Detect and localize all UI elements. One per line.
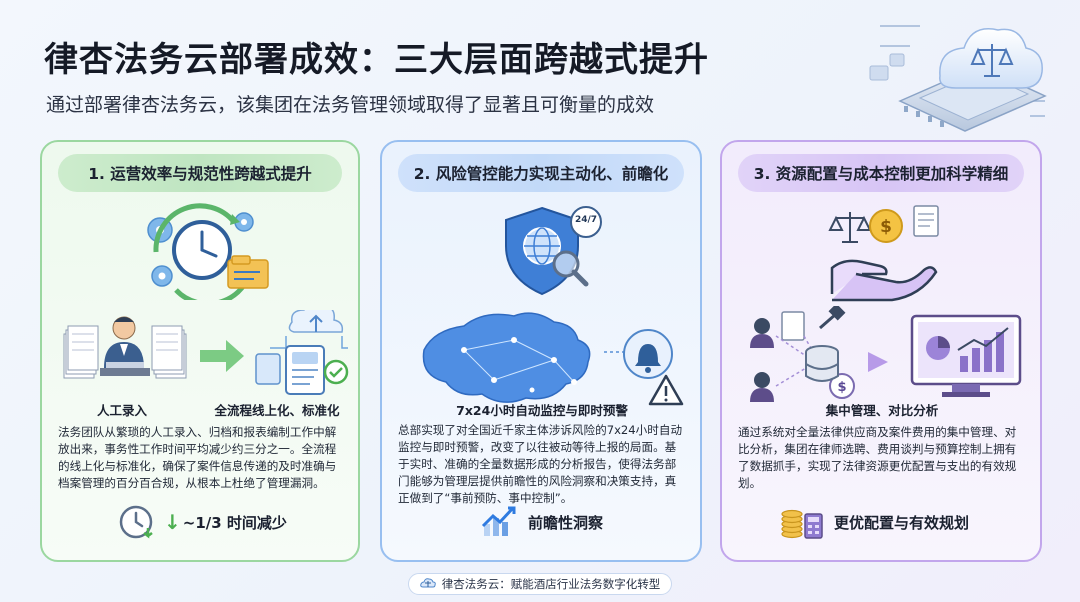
- down-arrow-icon: ↓: [164, 510, 181, 534]
- foresight-insight-text: 前瞻性洞察: [528, 513, 604, 532]
- card-heading: 2. 风险管控能力实现主动化、前瞻化: [398, 154, 684, 192]
- clock-gears-icon: [147, 203, 269, 300]
- time-reduction-text: ~1/3 时间减少: [182, 513, 287, 532]
- svg-text:$: $: [880, 217, 892, 237]
- card-risk-control: 2. 风险管控能力实现主动化、前瞻化 24/7 7x24小时自动监控与即时预警 …: [380, 140, 702, 562]
- caption-online-standardized: 全流程线上化、标准化: [214, 403, 340, 418]
- centralized-management-illustration: $: [750, 306, 1022, 402]
- card-operational-efficiency: 1. 运营效率与规范性跨越式提升: [40, 140, 360, 562]
- manual-to-digital-illustration: [63, 310, 349, 395]
- page-subtitle: 通过部署律杏法务云，该集团在法务管理领域取得了显著且可衡量的成效: [46, 94, 655, 116]
- caption-24x7-monitoring: 7x24小时自动监控与即时预警: [456, 403, 628, 418]
- footer-banner: 律杏法务云：赋能酒店行业法务数字化转型: [408, 573, 672, 595]
- cloud-chip-illustration: [869, 25, 1047, 132]
- 24-7-label: 24/7: [574, 215, 598, 225]
- time-reduction-badge: ↓ ~1/3 时间减少: [118, 504, 287, 540]
- svg-text:$: $: [837, 380, 846, 395]
- hand-coin-scale-icon: $: [828, 205, 939, 302]
- optimal-allocation-text: 更优配置与有效规划: [834, 513, 970, 532]
- card-resource-cost: 3. 资源配置与成本控制更加科学精细 $ $: [720, 140, 1042, 562]
- optimal-allocation-badge: 更优配置与有效规划: [780, 504, 969, 540]
- card-paragraph: 通过系统对全量法律供应商及案件费用的集中管理、对比分析，集团在律师选聘、费用谈判…: [738, 425, 1017, 490]
- card-heading: 1. 运营效率与规范性跨越式提升: [58, 154, 342, 192]
- caption-manual-entry: 人工录入: [96, 403, 147, 418]
- foresight-insight-badge: 前瞻性洞察: [480, 504, 603, 540]
- caption-centralized-comparison: 集中管理、对比分析: [825, 403, 939, 418]
- shield-globe-icon: [505, 206, 602, 296]
- card-paragraph: 总部实现了对全国近千家主体涉诉风险的7x24小时自动监控与即时预警，改变了以往被…: [398, 423, 683, 505]
- card-heading: 3. 资源配置与成本控制更加科学精细: [738, 154, 1024, 192]
- clock-down-icon: [119, 505, 153, 539]
- page-title: 律杏法务云部署成效：三大层面跨越式提升: [44, 40, 709, 80]
- footer-text: 律杏法务云：赋能酒店行业法务数字化转型: [441, 577, 661, 591]
- china-map-monitoring-illustration: [422, 312, 684, 406]
- cloud-scale-icon: [420, 578, 436, 588]
- card-paragraph: 法务团队从繁琐的人工录入、归档和报表编制工作中解放出来，事务性工作时间平均减少约…: [58, 425, 337, 490]
- trend-up-icon: [481, 506, 516, 536]
- coins-calculator-icon: [781, 509, 823, 539]
